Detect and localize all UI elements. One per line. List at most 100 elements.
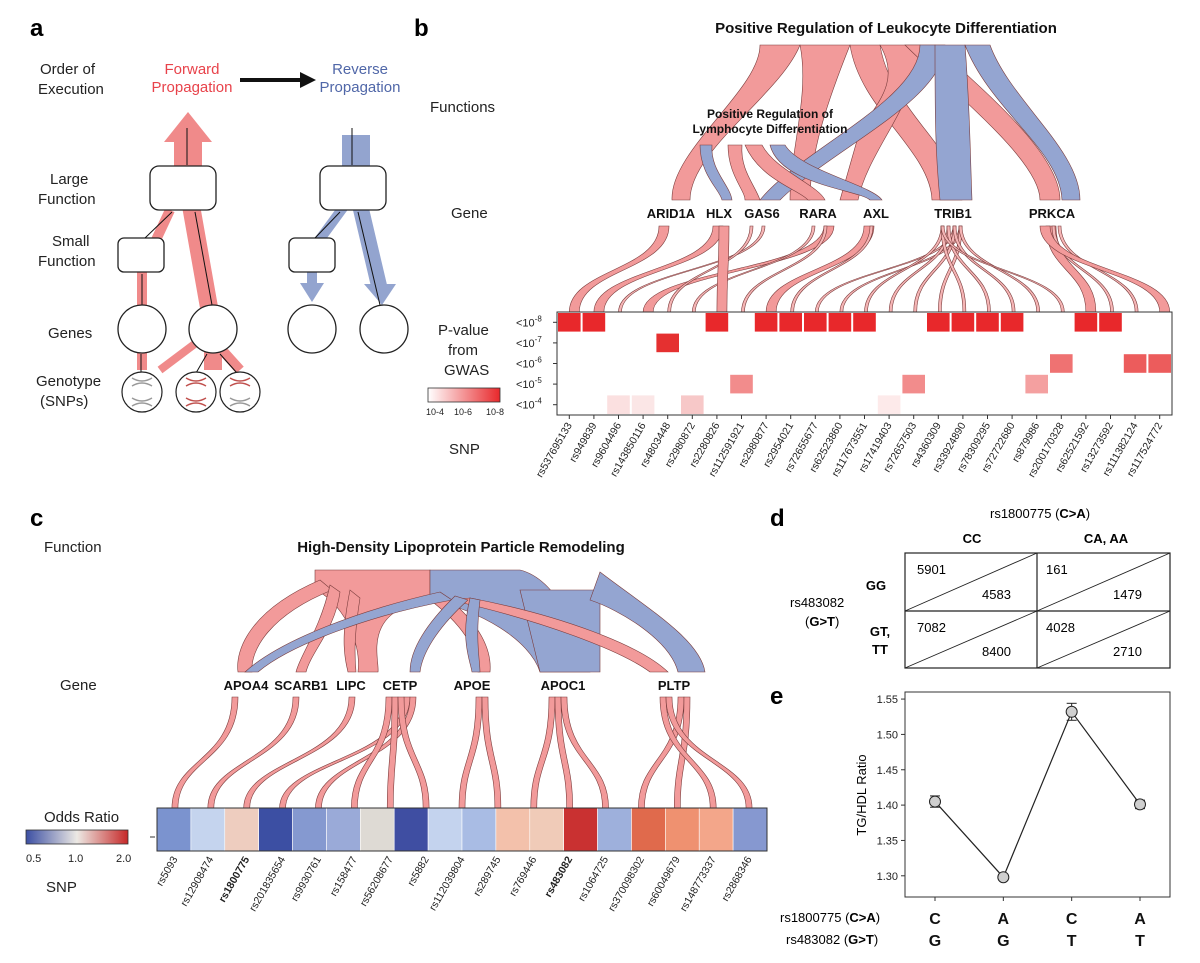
pvalue-colorbar-max: 10-8 xyxy=(486,407,504,417)
y-tick-label: 1.40 xyxy=(877,800,898,812)
x-tick-label-top: A xyxy=(998,911,1010,928)
odds-ratio-heatmap xyxy=(156,807,768,852)
pvalue-cell xyxy=(705,313,729,332)
snp-label: rs5093 xyxy=(154,854,181,888)
pvalue-cell xyxy=(558,313,581,332)
snp-label: rs2868346 xyxy=(719,854,754,903)
forward-propagation-label-2: Propagation xyxy=(152,79,233,96)
pvalue-heatmap-cells xyxy=(558,313,1171,414)
snp-label: rs9930761 xyxy=(289,854,324,903)
cell-value: 1479 xyxy=(1113,587,1142,602)
pvalue-cell xyxy=(607,395,630,414)
y-tick-label: 1.35 xyxy=(877,835,898,847)
odds-cell xyxy=(495,807,531,852)
small-function-label-2: Function xyxy=(38,253,96,270)
gene-label-trib1: TRIB1 xyxy=(934,206,972,221)
snp-label: rs148773337 xyxy=(678,854,719,913)
x-tick-label-bottom: T xyxy=(1067,933,1077,950)
odds-cell xyxy=(698,807,734,852)
panel-b-letter: b xyxy=(414,15,429,42)
odds-cell xyxy=(393,807,429,852)
pvalue-cell xyxy=(730,374,753,394)
row-header-gt: GT, xyxy=(870,624,890,639)
gene-row-label: Gene xyxy=(451,205,488,222)
snp-label: rs12908474 xyxy=(178,854,216,908)
pvalue-cell xyxy=(1099,313,1122,332)
pvalue-level-label: <10-8 xyxy=(516,314,542,329)
dna-icon xyxy=(185,377,207,407)
order-execution-label-2: Execution xyxy=(38,81,104,98)
x-tick-label-bottom: G xyxy=(997,933,1009,950)
dna-icon xyxy=(229,377,251,387)
y-axis-ticks: 1.301.351.401.451.501.55 xyxy=(877,694,905,883)
flow-band xyxy=(458,696,483,809)
pvalue-cell xyxy=(828,313,852,332)
x-tick-label-bottom: T xyxy=(1135,933,1145,950)
panel-a-letter: a xyxy=(30,15,44,42)
plot-frame xyxy=(904,691,1171,898)
large-function-box xyxy=(149,165,217,211)
panel-b-title: Positive Regulation of Leukocyte Differe… xyxy=(715,20,1057,37)
cell-value: 5901 xyxy=(917,562,946,577)
snp-labels-b: rs537695133rs949839rs9604496rs143850116r… xyxy=(534,415,1165,480)
odds-ratio-colorbar xyxy=(25,829,129,845)
panel-e: e TG/HDL Ratio 1.301.351.401.451.501.55 … xyxy=(770,683,1171,950)
x-tick-label-top: C xyxy=(1066,911,1078,928)
pvalue-label-3: GWAS xyxy=(444,362,489,379)
pvalue-cell xyxy=(631,395,655,414)
pvalue-cell xyxy=(779,313,802,332)
gene-label-apoa4: APOA4 xyxy=(224,678,270,693)
odds-cell xyxy=(563,807,598,852)
pvalue-cell xyxy=(927,313,950,332)
row-header-gg: GG xyxy=(866,578,886,593)
pvalue-cell xyxy=(1074,313,1098,332)
panel-e-letter: e xyxy=(770,683,783,710)
pvalue-cell xyxy=(1123,354,1147,373)
small-function-box-reverse xyxy=(288,237,336,273)
pvalue-level-labels: <10-8<10-7<10-6<10-5<10-4 xyxy=(516,314,557,412)
cell-value: 4583 xyxy=(982,587,1011,602)
execution-arrow xyxy=(240,72,316,88)
odds-cell xyxy=(292,807,327,852)
flow-band xyxy=(530,696,556,809)
dna-icon xyxy=(229,397,251,407)
pvalue-cell xyxy=(754,313,778,332)
series-line xyxy=(934,710,1141,879)
reverse-flow-bands xyxy=(300,135,396,305)
large-function-label-1: Large xyxy=(50,171,88,188)
function-row-label: Function xyxy=(44,539,102,556)
flow-band xyxy=(716,225,730,313)
y-tick-label: 1.45 xyxy=(877,765,898,777)
gene-label-scarb1: SCARB1 xyxy=(274,678,327,693)
pvalue-cell xyxy=(681,395,704,414)
order-execution-label-1: Order of xyxy=(40,61,96,78)
gene-row-label-c: Gene xyxy=(60,677,97,694)
cell-value: 4028 xyxy=(1046,620,1075,635)
pvalue-cell xyxy=(1000,313,1024,332)
forward-thin-arrows xyxy=(140,128,238,374)
snp-label: rs112039804 xyxy=(427,854,468,913)
col-header-ca-aa: CA, AA xyxy=(1084,531,1129,546)
gene-label-apoe: APOE xyxy=(454,678,491,693)
data-point xyxy=(1065,705,1078,718)
gene-node xyxy=(117,304,167,354)
gene-label-gas6: GAS6 xyxy=(744,206,779,221)
snp-label: rs370098302 xyxy=(606,854,647,913)
odds-colorbar-max: 2.0 xyxy=(116,853,131,865)
flow-band xyxy=(864,225,945,313)
gene-node xyxy=(287,304,337,354)
data-point xyxy=(997,871,1010,884)
reverse-thin-arrows xyxy=(314,128,381,306)
pvalue-colorbar-mid: 10-6 xyxy=(454,407,472,417)
snp-label: rs201835654 xyxy=(247,854,288,913)
panel-d-letter: d xyxy=(770,505,785,532)
snp-label: rs289745 xyxy=(471,854,503,898)
reverse-propagation-label-2: Propagation xyxy=(320,79,401,96)
odds-cell xyxy=(156,807,192,852)
col-snp-header: rs1800775 (C>A) xyxy=(990,506,1090,521)
gene-label-axl: AXL xyxy=(863,206,889,221)
snp-label: rs1800775 xyxy=(217,854,253,904)
x-tick-label-bottom: G xyxy=(929,933,941,950)
